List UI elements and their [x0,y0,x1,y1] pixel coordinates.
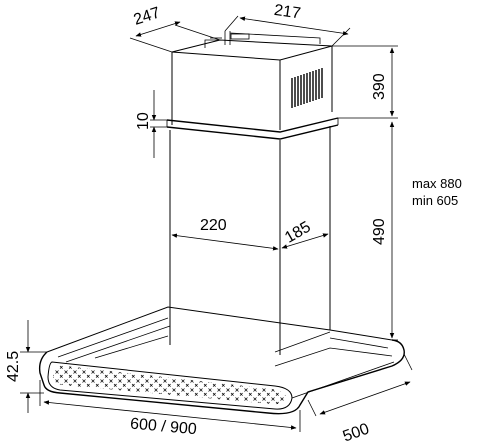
label-chimney-depth-top: 247 [132,4,163,28]
vent-slots [291,68,323,108]
label-lower-height: 490 [371,218,388,245]
label-hood-depth: 500 [341,420,372,441]
hood-canopy [46,306,393,367]
note-max-height: max 880 [412,176,462,191]
chimney-joint [166,117,339,140]
note-min-height: min 605 [412,193,458,208]
hood-base-plate [38,339,405,415]
dimension-lines [20,15,413,432]
chimney-lower [169,126,331,355]
label-hood-width: 600 / 900 [129,416,197,439]
label-gap: 10 [135,112,152,130]
label-chimney-width: 220 [200,217,227,234]
label-chimney-width-top: 217 [273,2,302,23]
label-chimney-depth: 185 [282,219,314,247]
chimney-upper [171,31,333,130]
grease-filter-pattern [53,365,286,405]
label-upper-height: 390 [371,73,388,100]
label-hood-height: 42.5 [5,351,22,382]
